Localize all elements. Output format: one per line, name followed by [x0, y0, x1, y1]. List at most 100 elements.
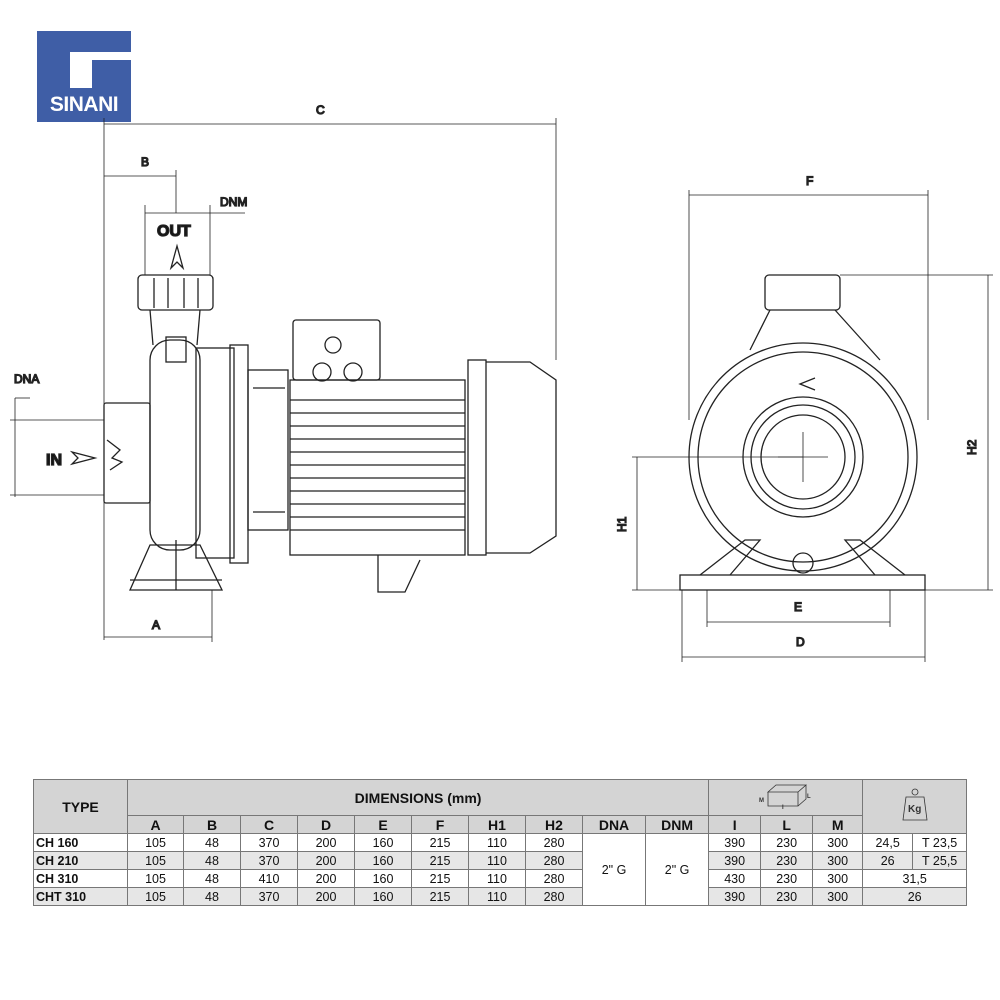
type-cell: CH 310 — [33, 869, 128, 888]
column-header-dnm: DNM — [644, 815, 710, 834]
cell-l: 230 — [760, 887, 814, 906]
cell-l: 230 — [760, 851, 814, 870]
cell-b: 48 — [183, 833, 241, 852]
weight-cell: 26 — [862, 887, 968, 906]
cell-c: 410 — [240, 869, 298, 888]
cell-i: 430 — [708, 869, 762, 888]
cell-h1: 110 — [468, 833, 526, 852]
cell-c: 370 — [240, 833, 298, 852]
cell-h2: 280 — [525, 851, 583, 870]
cell-e: 160 — [354, 869, 412, 888]
dim-label-d: D — [796, 635, 805, 649]
cell-c: 370 — [240, 851, 298, 870]
sinani-logo: SINANI — [37, 31, 131, 122]
dim-label-c: C — [316, 103, 325, 117]
cell-h2: 280 — [525, 869, 583, 888]
cell-e: 160 — [354, 833, 412, 852]
cell-b: 48 — [183, 869, 241, 888]
cell-f: 215 — [411, 833, 469, 852]
cell-c: 370 — [240, 887, 298, 906]
cell-a: 105 — [127, 887, 184, 906]
dim-label-e: E — [794, 600, 802, 614]
column-header-h2: H2 — [525, 815, 583, 834]
cell-m: 300 — [812, 869, 864, 888]
dim-label-h2: H2 — [965, 439, 979, 455]
column-header-e: E — [354, 815, 412, 834]
outlet-label: OUT — [157, 223, 191, 240]
cell-h1: 110 — [468, 851, 526, 870]
dna-cell: 2" G — [582, 833, 646, 906]
cell-f: 215 — [411, 887, 469, 906]
weight-kg-icon: Kg — [902, 788, 928, 821]
cell-m: 300 — [812, 851, 864, 870]
type-cell: CH 210 — [33, 851, 128, 870]
weight-t-cell: T 25,5 — [912, 851, 968, 870]
cell-d: 200 — [297, 869, 355, 888]
column-header-l: L — [760, 815, 814, 834]
cell-i: 390 — [708, 851, 762, 870]
cell-h2: 280 — [525, 887, 583, 906]
dim-label-dnm: DNM — [220, 195, 247, 209]
dim-label-a: A — [152, 618, 160, 632]
front-view: F H2 H1 E D — [614, 173, 993, 662]
dnm-cell: 2" G — [644, 833, 710, 906]
svg-text:Kg: Kg — [908, 804, 921, 815]
column-header-f: F — [411, 815, 469, 834]
svg-text:I: I — [782, 805, 784, 810]
package-box-icon: M I L — [759, 784, 811, 811]
dim-label-b: B — [141, 155, 149, 169]
weight-cell: 31,5 — [862, 869, 968, 888]
column-header-b: B — [183, 815, 241, 834]
weight-t-cell: T 23,5 — [912, 833, 968, 852]
column-header-m: M — [812, 815, 864, 834]
cell-l: 230 — [760, 833, 814, 852]
cell-e: 160 — [354, 887, 412, 906]
motor-cooling-fins — [290, 399, 465, 531]
cell-a: 105 — [127, 851, 184, 870]
cell-h2: 280 — [525, 833, 583, 852]
cell-m: 300 — [812, 833, 864, 852]
dimension-lines-side — [10, 118, 557, 642]
weight-cell: 26 — [862, 851, 914, 870]
cell-i: 390 — [708, 833, 762, 852]
type-header: TYPE — [33, 779, 128, 834]
type-cell: CHT 310 — [33, 887, 128, 906]
type-cell: CH 160 — [33, 833, 128, 852]
column-header-h1: H1 — [468, 815, 526, 834]
cell-i: 390 — [708, 887, 762, 906]
inlet-label: IN — [46, 452, 62, 469]
cell-d: 200 — [297, 833, 355, 852]
column-header-a: A — [127, 815, 184, 834]
column-header-dna: DNA — [582, 815, 646, 834]
cell-e: 160 — [354, 851, 412, 870]
logo-text: SINANI — [49, 93, 119, 116]
cell-l: 230 — [760, 869, 814, 888]
column-header-c: C — [240, 815, 298, 834]
weight-header: Kg — [862, 779, 968, 834]
cell-d: 200 — [297, 851, 355, 870]
outlet-arrow-icon — [169, 243, 185, 271]
dimension-lines-front — [632, 190, 993, 662]
side-view: C B DNM OUT DNA IN A — [10, 102, 557, 642]
svg-text:L: L — [807, 794, 811, 800]
svg-text:M: M — [759, 798, 764, 804]
cell-m: 300 — [812, 887, 864, 906]
rotation-arrow-icon — [798, 377, 816, 391]
dim-label-h1: H1 — [615, 516, 629, 532]
dimensions-header: DIMENSIONS (mm) — [126, 779, 710, 816]
package-header: M I L — [708, 779, 864, 816]
inlet-arrow-icon — [69, 450, 98, 466]
dim-label-f: F — [806, 174, 813, 188]
dim-label-dna: DNA — [14, 372, 39, 386]
cell-a: 105 — [127, 869, 184, 888]
column-header-d: D — [297, 815, 355, 834]
cell-b: 48 — [183, 851, 241, 870]
cell-f: 215 — [411, 851, 469, 870]
pump-technical-drawing: C B DNM OUT DNA IN A — [10, 102, 993, 662]
cell-h1: 110 — [468, 887, 526, 906]
column-header-i: I — [708, 815, 762, 834]
